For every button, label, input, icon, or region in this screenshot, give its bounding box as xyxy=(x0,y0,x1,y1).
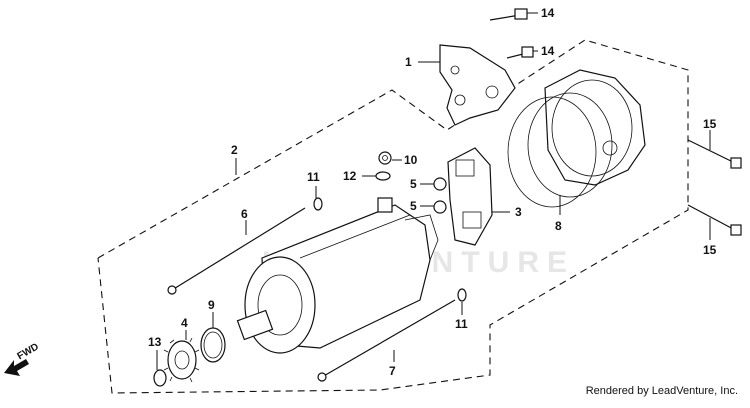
part-washer-11-top xyxy=(313,197,323,211)
callout-15-bottom: 15 xyxy=(703,243,717,257)
part-bolt-15-bottom xyxy=(687,204,742,236)
callout-14-bottom: 14 xyxy=(541,44,555,58)
part-end-cover xyxy=(507,69,646,208)
callout-7: 7 xyxy=(389,364,396,378)
callout-2: 2 xyxy=(231,143,238,157)
callout-5-bottom: 5 xyxy=(410,199,417,213)
callout-13: 13 xyxy=(148,335,162,349)
part-brush-5-bottom xyxy=(433,200,447,214)
callout-1: 1 xyxy=(405,55,412,69)
callout-15-top: 15 xyxy=(703,117,717,131)
fwd-label: FWD xyxy=(16,341,41,362)
part-starter-motor xyxy=(236,197,439,354)
part-long-bolt-7 xyxy=(317,299,456,382)
part-bolt-15-top xyxy=(687,139,742,169)
fwd-arrow-icon xyxy=(4,359,29,376)
assembly-boundary xyxy=(97,39,689,394)
callout-3: 3 xyxy=(515,205,522,219)
part-washer-11-bottom xyxy=(457,288,467,302)
part-o-ring xyxy=(200,327,226,363)
callout-9: 9 xyxy=(208,298,215,312)
callout-6: 6 xyxy=(241,207,248,221)
callout-10: 10 xyxy=(404,153,418,167)
part-circlip xyxy=(153,369,167,387)
callout-11-bottom: 11 xyxy=(455,317,468,331)
part-brush-5-top xyxy=(433,177,447,191)
part-bolt-14-bottom xyxy=(506,46,534,59)
callout-12: 12 xyxy=(343,169,357,183)
part-washer xyxy=(375,171,391,181)
part-brush-holder xyxy=(447,147,493,246)
part-gear xyxy=(163,337,200,383)
credit-text: Rendered by LeadVenture, Inc. xyxy=(585,385,738,397)
callout-5-top: 5 xyxy=(410,177,417,191)
part-long-bolt-6 xyxy=(167,207,306,295)
callout-8: 8 xyxy=(555,219,562,233)
leader-lines xyxy=(156,12,711,370)
part-bolt-14-top xyxy=(489,8,528,21)
callout-14-top: 14 xyxy=(541,6,555,20)
fwd-indicator: FWD xyxy=(4,341,41,376)
part-nut xyxy=(378,151,392,165)
callout-11-top: 11 xyxy=(307,170,320,184)
part-bracket xyxy=(439,44,516,126)
callout-4: 4 xyxy=(181,316,188,330)
